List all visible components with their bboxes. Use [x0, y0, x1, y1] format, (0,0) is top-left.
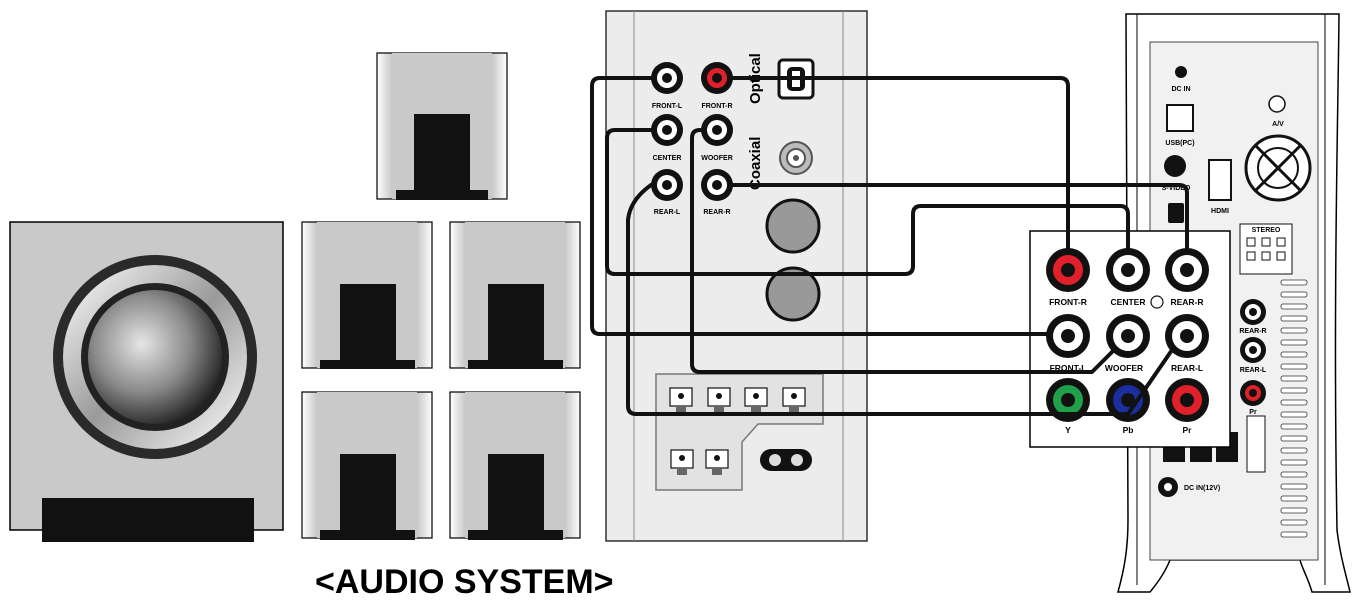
- amp-label-front-r: FRONT-R: [701, 103, 732, 110]
- subwoofer: [9, 221, 284, 542]
- dc-in-port: [1175, 66, 1187, 78]
- optical-out-port: [1168, 203, 1184, 223]
- amp-label-front-l: FRONT-L: [652, 103, 683, 110]
- amp-knob-1: [765, 198, 821, 254]
- amp-jack-woofer: [701, 114, 733, 146]
- svideo-label: S-VIDEO: [1162, 185, 1191, 192]
- hdmi-label: HDMI: [1211, 208, 1229, 215]
- breakout-jack-front-l: [1046, 314, 1090, 358]
- amp-label-woofer: WOOFER: [701, 155, 733, 162]
- dc-in-label: DC IN: [1171, 86, 1190, 93]
- speaker-bottom-right: [449, 391, 581, 540]
- breakout-jack-woofer: [1106, 314, 1150, 358]
- audio-system-caption: <AUDIO SYSTEM>: [315, 563, 614, 601]
- cable-rear-l: [626, 183, 1174, 416]
- av-label: A/V: [1272, 121, 1284, 128]
- hdmi-port: [1208, 159, 1232, 201]
- player-side-jack-1: [1240, 299, 1266, 325]
- svideo-port: [1164, 155, 1186, 177]
- coaxial-label: Coaxial: [747, 137, 764, 190]
- amp-label-rear-r: REAR-R: [703, 209, 730, 216]
- cable-rear-r: [731, 183, 1189, 250]
- breakout-label-front-r: FRONT-R: [1049, 297, 1087, 307]
- breakout-jack-y: [1046, 378, 1090, 422]
- breakout-jack-rear-l: [1165, 314, 1209, 358]
- breakout-jack-front-r: [1046, 248, 1090, 292]
- stereo-block: [1239, 223, 1293, 275]
- amp-jack-rear-r: [701, 169, 733, 201]
- breakout-jack-pb: [1106, 378, 1150, 422]
- coaxial-port: [779, 141, 813, 175]
- breakout-label-front-l: FRONT-L: [1050, 363, 1087, 373]
- player-side-jack-3: [1240, 380, 1266, 406]
- cable-center: [605, 128, 1130, 276]
- breakout-jack-pr: [1165, 378, 1209, 422]
- player-side-jack-2: [1240, 337, 1266, 363]
- vent-slots: [1280, 279, 1308, 538]
- amp-label-center: CENTER: [653, 155, 682, 162]
- player-side-label-2: REAR-L: [1240, 367, 1267, 374]
- breakout-label-y: Y: [1065, 425, 1071, 435]
- cable-front-l: [590, 76, 1048, 336]
- breakout-label-center: CENTER: [1111, 297, 1146, 307]
- stereo-label: STEREO: [1252, 227, 1281, 234]
- breakout-jack-rear-r: [1165, 248, 1209, 292]
- speaker-mid-right: [449, 221, 581, 369]
- breakout-label-pr: Pr: [1183, 425, 1193, 435]
- fan-vent: [1244, 134, 1312, 202]
- usb-label: USB(PC): [1165, 140, 1194, 147]
- av-port: [1268, 95, 1286, 113]
- amp-knob-2: [765, 266, 821, 322]
- lower-switch: [1246, 415, 1266, 473]
- breakout-label-pb: Pb: [1123, 425, 1134, 435]
- breakout-indicator: [1150, 295, 1164, 309]
- amp-label-rear-l: REAR-L: [654, 209, 681, 216]
- breakout-label-woofer: WOOFER: [1105, 363, 1143, 373]
- cables: [590, 76, 1189, 416]
- breakout-label-rear-l: REAR-L: [1171, 363, 1203, 373]
- speaker-terminal-block: [655, 373, 824, 491]
- speaker-mid-left: [301, 221, 433, 369]
- amp-jack-center: [651, 114, 683, 146]
- cable-woofer: [690, 128, 1116, 374]
- cable-front-r: [731, 76, 1070, 250]
- speaker-bottom-left: [301, 391, 433, 540]
- dc-12v-label: DC IN(12V): [1184, 485, 1220, 492]
- player-side-label-3: Pr: [1249, 409, 1257, 416]
- breakout-jack-center: [1106, 248, 1150, 292]
- amp-jack-front-l: [651, 62, 683, 94]
- player-side-label-1: REAR-R: [1239, 328, 1266, 335]
- speaker-top: [376, 52, 508, 200]
- breakout-label-rear-r: REAR-R: [1170, 297, 1203, 307]
- amp-jack-front-r: [701, 62, 733, 94]
- usb-port: [1166, 104, 1194, 132]
- amp-jack-rear-l: [651, 169, 683, 201]
